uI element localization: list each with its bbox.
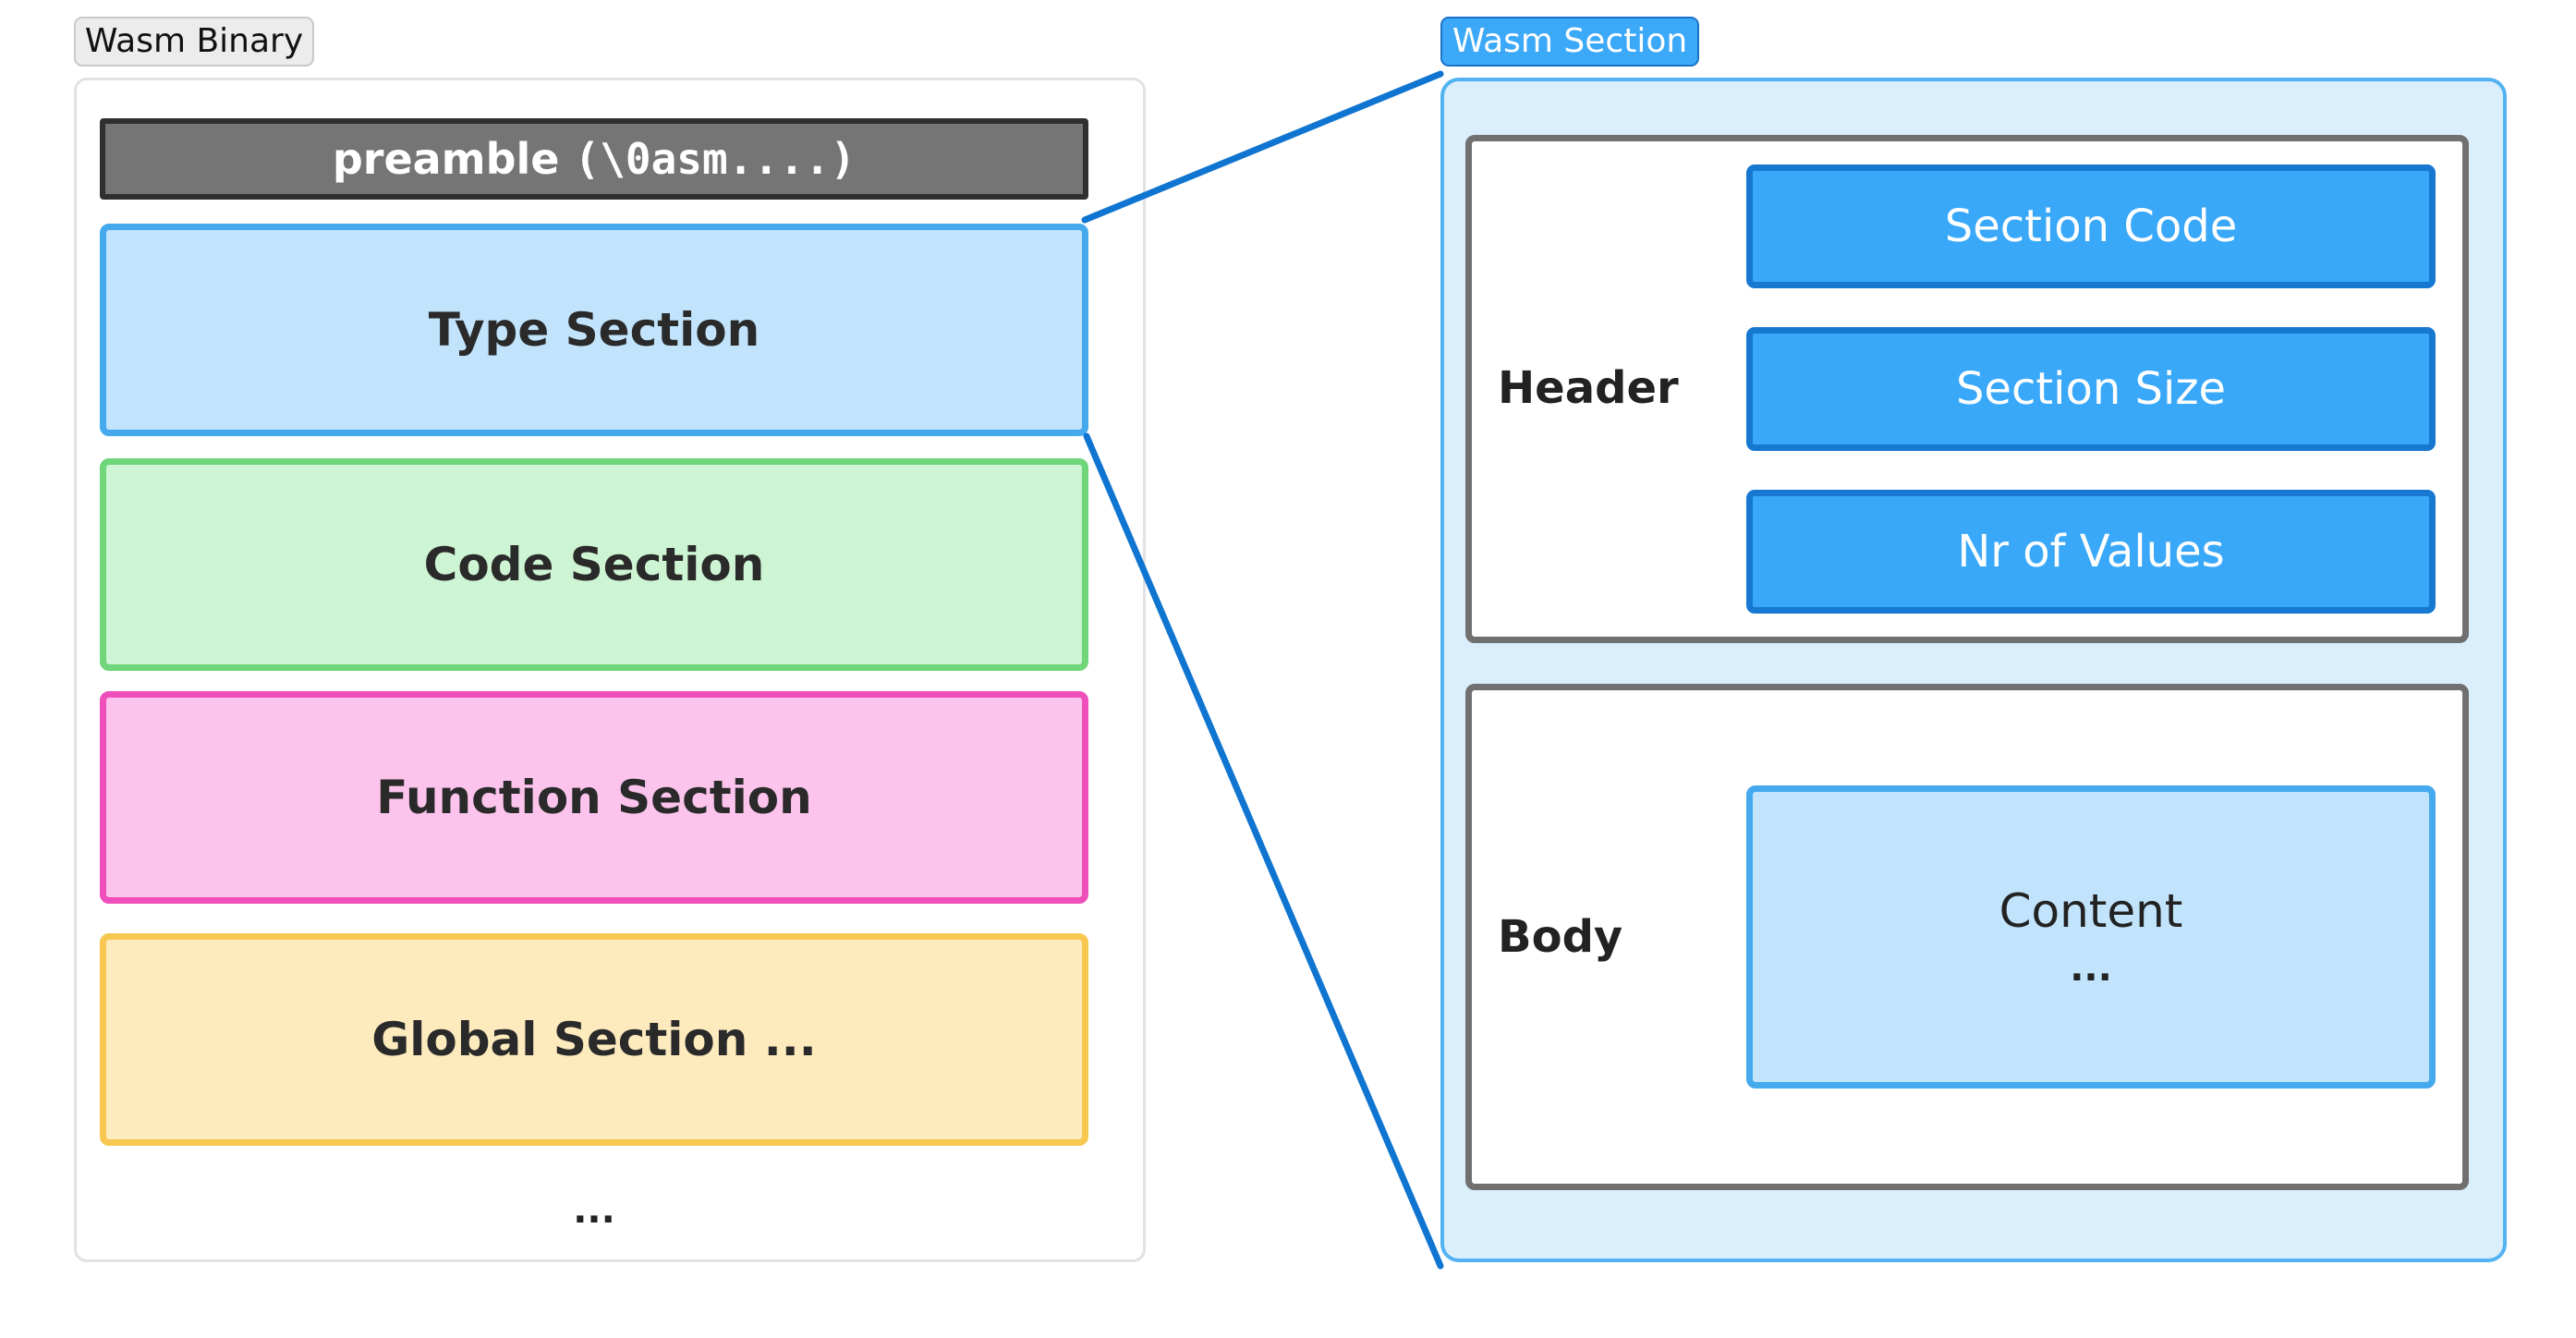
function-section-label: Function Section: [376, 771, 812, 824]
global-section-label: Global Section ...: [371, 1013, 817, 1066]
preamble-block: preamble (\0asm....): [100, 118, 1088, 200]
body-label: Body: [1498, 911, 1623, 963]
type-section-block: Type Section: [100, 224, 1088, 436]
function-section-block: Function Section: [100, 691, 1088, 904]
wasm-binary-tag: Wasm Binary: [74, 17, 314, 67]
content-ellipsis: ...: [2070, 947, 2112, 990]
wasm-section-tag-label: Wasm Section: [1452, 22, 1688, 60]
code-section-block: Code Section: [100, 458, 1088, 671]
nr-of-values-label: Nr of Values: [1957, 526, 2225, 578]
type-section-label: Type Section: [428, 303, 760, 357]
section-code-field: Section Code: [1746, 164, 2436, 288]
section-code-label: Section Code: [1944, 201, 2238, 252]
section-size-label: Section Size: [1955, 363, 2227, 415]
content-title: Content: [1999, 884, 2183, 938]
wasm-section-tag: Wasm Section: [1440, 17, 1699, 67]
content-block: Content ...: [1746, 785, 2436, 1089]
header-label: Header: [1498, 362, 1679, 414]
preamble-label: preamble: [332, 134, 560, 184]
code-section-label: Code Section: [423, 538, 765, 591]
preamble-code: (\0asm....): [574, 134, 857, 184]
section-size-field: Section Size: [1746, 327, 2436, 451]
wasm-binary-tag-label: Wasm Binary: [84, 22, 304, 60]
global-section-block: Global Section ...: [100, 933, 1088, 1146]
binary-more-ellipsis: ...: [573, 1189, 615, 1232]
nr-of-values-field: Nr of Values: [1746, 490, 2436, 614]
